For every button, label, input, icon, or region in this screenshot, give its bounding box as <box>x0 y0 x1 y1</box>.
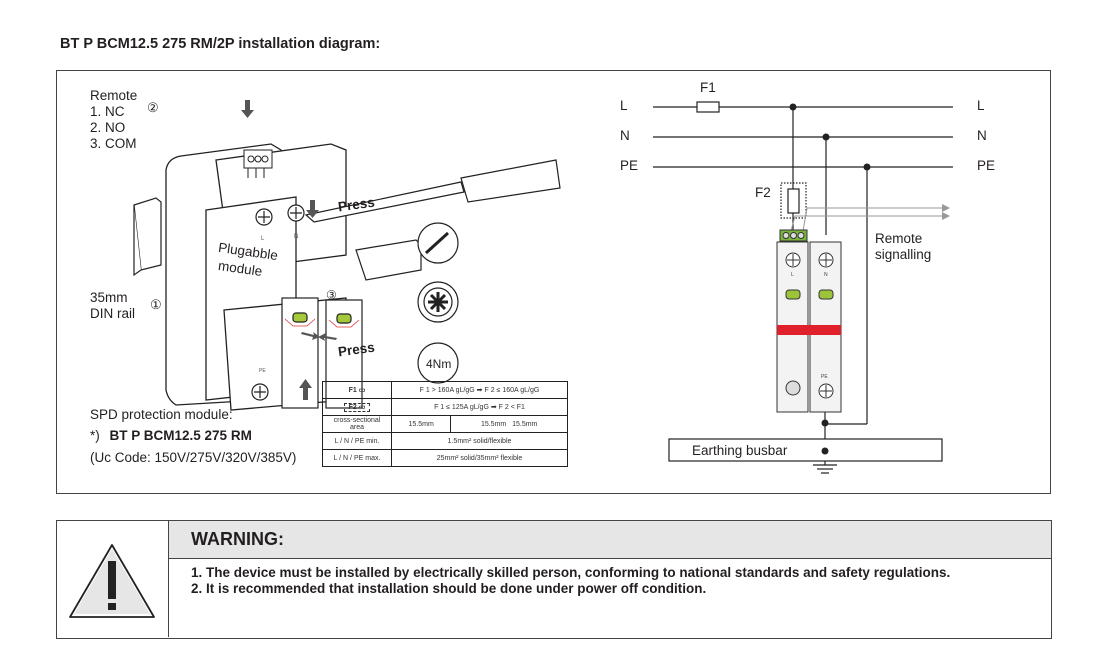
module-terminal-n: N <box>824 272 828 278</box>
strip-length-solid: 15.5mm <box>390 415 452 433</box>
remote-item-com: 3. COM <box>90 136 137 151</box>
diagram-frame <box>56 70 1051 494</box>
spd-model-prefix: *) <box>90 428 100 443</box>
plug-module-1 <box>281 297 319 409</box>
label-pe-right: PE <box>977 158 996 173</box>
strip-length-flexible: 15.5mm 15.5mm <box>450 415 568 433</box>
spd-base <box>165 143 347 411</box>
table-row: F2 ▭ F 1 ≤ 125A gL/gG ➡ F 2 < F1 <box>322 398 568 416</box>
terminal-label-pe: PE <box>259 368 266 374</box>
label-l-right: L <box>977 98 985 113</box>
table-row: cross-sectional area 15.5mm 15.5mm 15.5m… <box>322 415 568 433</box>
warning-box: WARNING: 1. The device must be installed… <box>56 520 1052 639</box>
fuse-rule-f2: F 1 ≤ 125A gL/gG ➡ F 2 < F1 <box>391 398 568 416</box>
label-pe-left: PE <box>620 158 639 173</box>
max-key: L / N / PE max. <box>322 449 392 467</box>
module-terminal-l: L <box>791 272 794 278</box>
tool-icons <box>417 222 459 384</box>
page-title: BT P BCM12.5 275 RM/2P installation diag… <box>60 36 381 52</box>
wiring-schematic: L N PE <box>653 101 953 474</box>
remote-connector <box>243 149 273 178</box>
spd-uc-code: (Uc Code: 150V/275V/320V/385V) <box>90 450 297 465</box>
warning-item-2: 2. It is recommended that installation s… <box>191 581 707 596</box>
torque-label: 4Nm <box>426 357 452 371</box>
spd-module-schematic <box>776 229 842 413</box>
remote-item-no: 2. NO <box>90 120 126 135</box>
terminal-label-l: L <box>261 236 265 242</box>
module-terminal-pe: PE <box>821 374 828 380</box>
red-band <box>777 325 841 335</box>
table-row: L / N / PE min. 1.5mm² solid/flexible <box>322 432 568 450</box>
earthing-busbar-label: Earthing busbar <box>692 443 788 458</box>
fuse-f2 <box>787 188 800 214</box>
warning-triangle-icon <box>69 544 155 618</box>
din-rail-label: DIN rail <box>90 306 136 321</box>
warning-item-1: 1. The device must be installed by elect… <box>191 565 951 580</box>
warning-icon-cell <box>57 521 169 637</box>
screwdriver-icon <box>304 159 561 223</box>
remote-title: Remote <box>90 88 138 103</box>
remote-signalling-1: Remote <box>875 231 923 246</box>
spec-table: F1 ▭ F 1 > 160A gL/gG ➡ F 2 ≤ 160A gL/gG… <box>322 381 568 467</box>
label-l-left: L <box>620 98 628 113</box>
fuse-f1-label: F1 <box>700 80 716 95</box>
table-row: F1 ▭ F 1 > 160A gL/gG ➡ F 2 ≤ 160A gL/gG <box>322 381 568 399</box>
fuse-f2-label: F2 <box>755 185 771 200</box>
earthing-busbar <box>668 438 943 462</box>
step-marker-3: ③ <box>326 288 337 302</box>
terminal-label-n: N <box>294 234 298 240</box>
min-value: 1.5mm² solid/flexible <box>391 432 568 450</box>
remote-item-nc: 1. NC <box>90 104 125 119</box>
max-value: 25mm² solid/35mm² flexible <box>391 449 568 467</box>
step-marker-2: ② <box>147 100 159 115</box>
fuse-rule-f1: F 1 > 160A gL/gG ➡ F 2 ≤ 160A gL/gG <box>391 381 568 399</box>
installation-illustration: L N PE <box>133 100 561 411</box>
label-n-left: N <box>620 128 630 143</box>
fuse-f1 <box>696 101 720 113</box>
cross-section-key: cross-sectional area <box>322 415 392 433</box>
din-rail-size: 35mm <box>90 290 128 305</box>
table-row: L / N / PE max. 25mm² solid/35mm² flexib… <box>322 449 568 467</box>
din-rail <box>133 197 422 281</box>
remote-signalling-2: signalling <box>875 247 932 262</box>
fuse-key-f2: F2 ▭ <box>322 398 392 416</box>
spd-model: BT P BCM12.5 275 RM <box>109 428 252 443</box>
fuse-key-f1: F1 ▭ <box>322 381 392 399</box>
step-marker-1: ① <box>150 297 162 312</box>
spd-heading: SPD protection module: <box>90 407 233 422</box>
direction-arrows <box>241 100 337 400</box>
warning-heading: WARNING: <box>169 521 1051 559</box>
label-n-right: N <box>977 128 987 143</box>
fuse-f2-box <box>780 182 807 219</box>
min-key: L / N / PE min. <box>322 432 392 450</box>
remote-signalling-lines <box>790 207 942 232</box>
